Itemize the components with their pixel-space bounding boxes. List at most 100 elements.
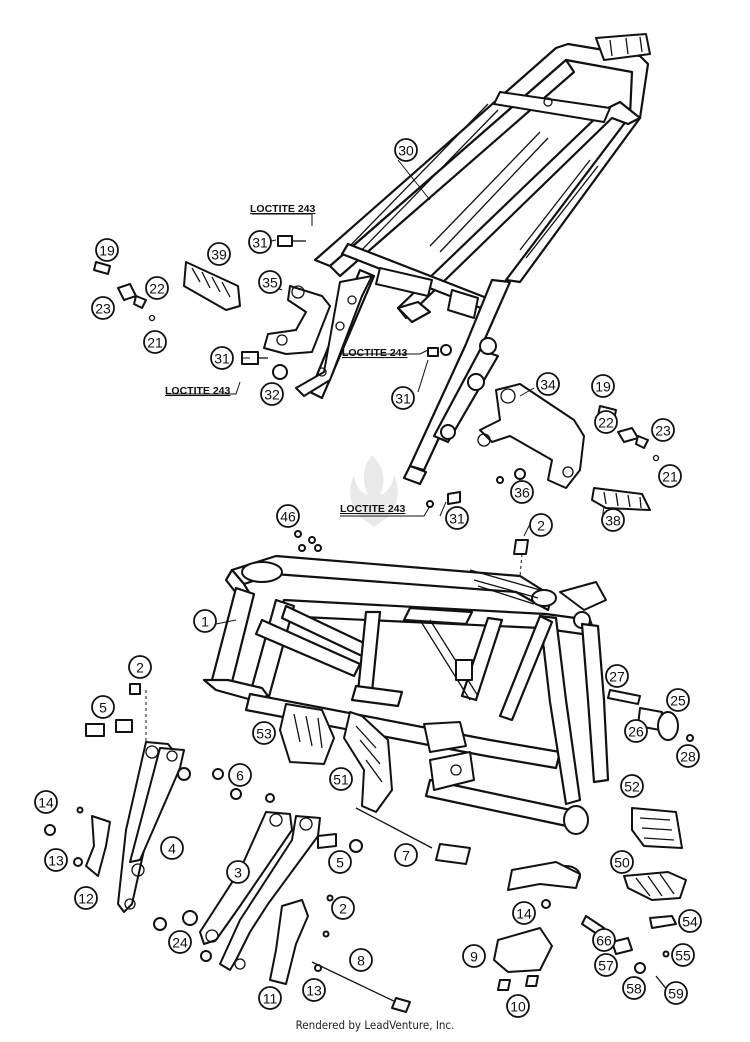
callout-22: 22	[145, 276, 169, 300]
callout-number: 28	[680, 749, 696, 765]
callout-19: 19	[591, 374, 615, 398]
callout-31: 31	[391, 386, 415, 410]
callout-54: 54	[678, 909, 702, 933]
callout-circle	[226, 860, 250, 884]
loctite-note: LOCTITE 243	[340, 503, 406, 515]
callout-5: 5	[91, 695, 115, 719]
callout-circle	[658, 464, 682, 488]
callout-number: 3	[234, 865, 242, 881]
callout-25: 25	[666, 688, 690, 712]
callout-36: 36	[510, 480, 534, 504]
callout-number: 27	[609, 669, 625, 685]
callout-4: 4	[160, 836, 184, 860]
callout-50: 50	[610, 850, 634, 874]
callout-2: 2	[331, 896, 355, 920]
right-side-hardware	[493, 689, 694, 997]
footpegs-lower	[279, 703, 687, 901]
callout-circle	[605, 664, 629, 688]
callout-57: 57	[594, 953, 618, 977]
callout-circle	[529, 513, 553, 537]
callout-66: 66	[592, 928, 616, 952]
callout-30: 30	[394, 138, 418, 162]
callout-circle	[145, 276, 169, 300]
callout-number: 59	[668, 986, 684, 1002]
callout-number: 19	[595, 379, 611, 395]
callout-number: 13	[48, 853, 64, 869]
callout-number: 32	[264, 387, 280, 403]
callout-59: 59	[664, 981, 688, 1005]
callout-number: 54	[682, 914, 698, 930]
callout-circle	[160, 836, 184, 860]
callout-number: 58	[626, 981, 642, 997]
callout-number: 31	[395, 391, 411, 407]
callout-number: 50	[614, 855, 630, 871]
callout-circle	[394, 138, 418, 162]
callout-39: 39	[207, 242, 231, 266]
callout-5: 5	[328, 850, 352, 874]
callout-circle	[276, 504, 300, 528]
callout-circle	[664, 981, 688, 1005]
callout-circle	[620, 774, 644, 798]
callout-52: 52	[620, 774, 644, 798]
callout-circle	[128, 655, 152, 679]
callout-3: 3	[226, 860, 250, 884]
callout-number: 5	[336, 855, 344, 871]
callout-circle	[678, 909, 702, 933]
callout-number: 35	[262, 275, 278, 291]
callout-number: 14	[38, 795, 54, 811]
callout-number: 10	[510, 999, 526, 1015]
callout-number: 6	[236, 768, 244, 784]
callout-1: 1	[193, 609, 217, 633]
callout-11: 11	[258, 986, 282, 1010]
callout-6: 6	[228, 763, 252, 787]
callout-24: 24	[168, 930, 192, 954]
sidestand-bracket	[44, 683, 275, 913]
callout-number: 31	[252, 235, 268, 251]
callout-55: 55	[671, 943, 695, 967]
callout-circle	[592, 928, 616, 952]
callout-number: 2	[136, 660, 144, 676]
callout-circle	[143, 330, 167, 354]
callout-number: 46	[280, 509, 296, 525]
callout-28: 28	[676, 744, 700, 768]
callout-circle	[651, 418, 675, 442]
callout-circle	[610, 850, 634, 874]
callout-10: 10	[506, 994, 530, 1018]
callout-number: 23	[655, 423, 671, 439]
callout-circle	[676, 744, 700, 768]
callout-46: 46	[276, 504, 300, 528]
callout-circle	[302, 978, 326, 1002]
callout-number: 57	[598, 958, 614, 974]
callout-circle	[391, 386, 415, 410]
callout-number: 52	[624, 779, 640, 795]
callout-number: 5	[99, 700, 107, 716]
callout-21: 21	[658, 464, 682, 488]
callout-number: 26	[628, 724, 644, 740]
callout-number: 31	[214, 351, 230, 367]
footrest-link-arms	[153, 807, 433, 1013]
callout-circle	[536, 372, 560, 396]
callout-circle	[329, 767, 353, 791]
loctite-note: LOCTITE 243	[250, 203, 316, 215]
callout-number: 23	[95, 301, 111, 317]
callout-21: 21	[143, 330, 167, 354]
callout-51: 51	[329, 767, 353, 791]
callout-circle	[228, 763, 252, 787]
callout-number: 22	[149, 281, 165, 297]
callout-number: 1	[201, 614, 209, 630]
callout-9: 9	[462, 944, 486, 968]
callout-35: 35	[258, 270, 282, 294]
callout-circle	[248, 230, 272, 254]
left-footpeg-assembly	[93, 235, 452, 380]
callout-number: 14	[516, 906, 532, 922]
callout-circle	[510, 480, 534, 504]
callout-circle	[95, 238, 119, 262]
callout-31: 31	[248, 230, 272, 254]
callout-34: 34	[536, 372, 560, 396]
callout-circle	[74, 886, 98, 910]
callout-number: 21	[662, 469, 678, 485]
callout-13: 13	[44, 848, 68, 872]
callout-circle	[594, 410, 618, 434]
